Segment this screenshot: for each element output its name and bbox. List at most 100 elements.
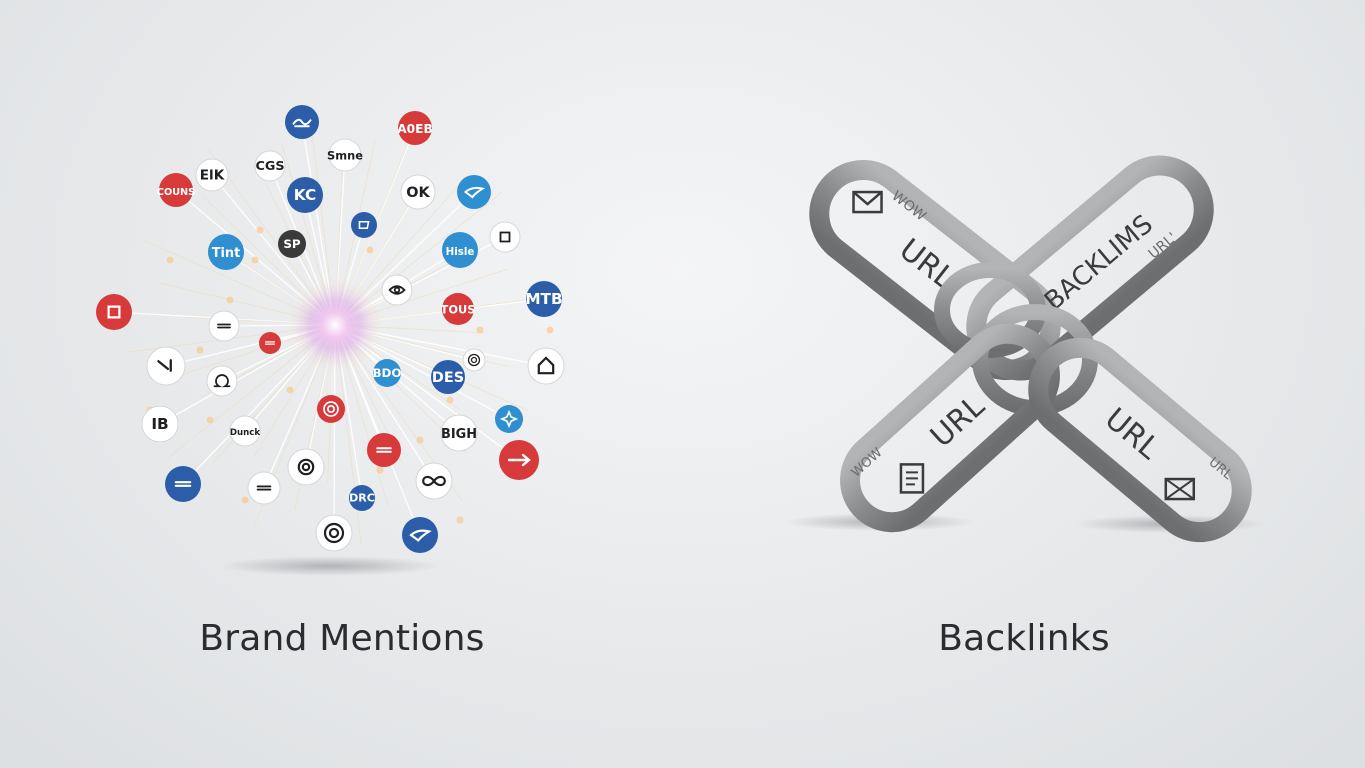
brand-node-label: Dunck — [230, 428, 260, 438]
brand-node-circle — [247, 471, 281, 505]
brand-node-circle — [159, 173, 193, 207]
gear-icon — [297, 458, 315, 476]
glow-spark — [206, 416, 214, 424]
brand-node-label: A0EB — [397, 122, 433, 136]
brand-node-label: IB — [151, 415, 168, 433]
brand-node — [165, 466, 201, 502]
brand-node: Dunck — [229, 415, 261, 447]
brand-node-label: ElK — [200, 167, 225, 183]
brand-node-label: TOUS — [441, 302, 476, 316]
target-icon — [323, 522, 345, 544]
brand-node-circle — [351, 212, 377, 238]
brand-node-label: CGS — [255, 159, 284, 174]
brand-node — [527, 347, 565, 385]
brand-node-circle — [440, 414, 478, 452]
brand-node — [402, 517, 438, 553]
brand-node — [367, 433, 401, 467]
square-icon — [499, 231, 511, 243]
network-shadow — [220, 556, 440, 576]
glow-spark — [226, 296, 234, 304]
brand-node-circle — [254, 150, 286, 182]
brand-node — [462, 348, 486, 372]
omega-icon — [213, 374, 231, 388]
bird-icon — [409, 529, 432, 542]
brand-node — [315, 514, 353, 552]
brand-node-label: Hisle — [446, 246, 475, 258]
brand-node — [457, 175, 491, 209]
brand-node-circle — [527, 347, 565, 385]
brand-node-circle — [526, 281, 562, 317]
target-icon — [323, 401, 339, 417]
brand-node-label: BIGH — [441, 427, 477, 442]
brand-node-circle — [367, 433, 401, 467]
glow-spark — [546, 326, 554, 334]
brand-node-circle — [315, 514, 353, 552]
bar-icon — [264, 341, 276, 345]
house-icon — [537, 356, 555, 375]
script-icon — [292, 118, 312, 128]
target-icon — [467, 353, 481, 367]
brand-node — [415, 462, 453, 500]
brand-node-circle — [442, 293, 474, 325]
brand-node — [287, 448, 325, 486]
brand-node-label: KC — [294, 186, 316, 204]
glow-spark — [366, 246, 374, 254]
brand-node-label: SP — [283, 237, 301, 251]
brand-node — [208, 310, 240, 342]
brand-node — [247, 471, 281, 505]
brand-node — [381, 274, 413, 306]
brand-mentions-caption: Brand Mentions — [199, 618, 485, 659]
glow-spark — [196, 346, 204, 354]
brand-node: BDO — [372, 359, 402, 387]
brand-node-circle — [229, 415, 261, 447]
brand-node: CGS — [254, 150, 286, 182]
arrow-icon — [507, 453, 531, 467]
brand-node-circle — [373, 359, 401, 387]
brand-node-circle — [96, 294, 132, 330]
brand-node: MTB — [525, 281, 563, 317]
brand-node-circle — [141, 405, 179, 443]
brand-node-circle — [489, 221, 521, 253]
brand-node-label: MTB — [525, 290, 562, 308]
eye-icon — [388, 285, 406, 295]
brand-node — [499, 440, 539, 480]
envelope-icon — [852, 190, 883, 214]
backlinks-chain: URL WOW BACKLIMS URL' URL WOW — [785, 155, 1265, 543]
brand-node-circle — [400, 174, 436, 210]
envelope-open-icon — [1164, 477, 1196, 501]
brand-node-circle — [462, 348, 486, 372]
infinity-icon — [422, 475, 446, 487]
star-icon — [499, 409, 519, 429]
backlinks-caption: Backlinks — [938, 618, 1110, 659]
bar-icon — [217, 323, 231, 329]
brand-node: Hisle — [442, 232, 478, 268]
glow-spark — [286, 386, 294, 394]
brand-node-circle — [402, 517, 438, 553]
square-icon — [107, 305, 121, 319]
brand-node: KC — [287, 177, 323, 213]
brand-node — [495, 405, 523, 433]
brand-node-circle — [287, 448, 325, 486]
bar-icon — [376, 447, 392, 453]
glow-spark — [256, 226, 264, 234]
brand-node-label: Tint — [212, 246, 241, 261]
bar-icon — [174, 481, 192, 487]
glow-spark — [416, 436, 424, 444]
brand-node — [285, 105, 319, 139]
brand-node: IB — [141, 405, 179, 443]
brand-node-label: DES — [432, 370, 464, 386]
brand-node-circle — [381, 274, 413, 306]
check-icon — [157, 359, 172, 372]
brand-node: BIGH — [440, 414, 478, 452]
brand-node-circle — [328, 138, 362, 172]
brand-node-circle — [457, 175, 491, 209]
brand-node — [96, 294, 132, 330]
glow-spark — [166, 256, 174, 264]
brand-node-circle — [278, 230, 306, 258]
brand-node: SP — [278, 230, 306, 258]
brand-node-circle — [195, 158, 229, 192]
brand-node — [489, 221, 521, 253]
